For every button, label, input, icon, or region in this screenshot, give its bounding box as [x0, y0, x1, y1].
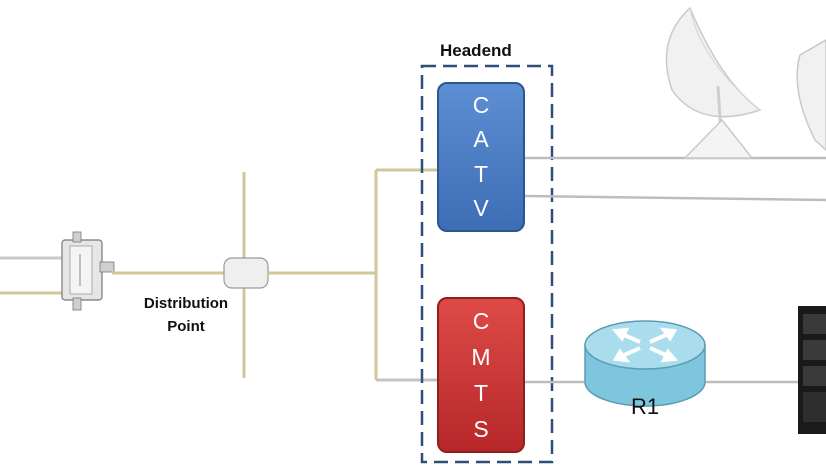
router-label: R1 — [630, 394, 660, 419]
cmts-letter: M — [471, 343, 491, 370]
router-icon — [584, 320, 706, 407]
cmts-letter: S — [473, 415, 489, 442]
tap-icon — [223, 257, 269, 289]
catv-box: C A T V — [437, 82, 525, 232]
headend-border — [420, 64, 554, 464]
distribution-point-line1: Distribution — [143, 295, 229, 312]
splitter-icon — [61, 231, 115, 311]
catv-line-bottom — [524, 194, 826, 202]
distribution-point-line2: Point — [167, 318, 205, 335]
cmts-box: C M T S — [437, 297, 525, 453]
catv-letter: C — [472, 91, 490, 118]
cmts-letter: C — [472, 307, 490, 334]
catv-letter: V — [473, 195, 489, 222]
catv-letter: A — [473, 126, 489, 153]
satellite-dish-icon — [665, 6, 826, 159]
cmts-letter: T — [473, 379, 489, 406]
catv-letter: T — [473, 160, 489, 187]
headend-label: Headend — [440, 41, 512, 60]
distribution-point-label: Distribution Point — [128, 292, 244, 338]
server-rack-icon — [798, 306, 826, 434]
